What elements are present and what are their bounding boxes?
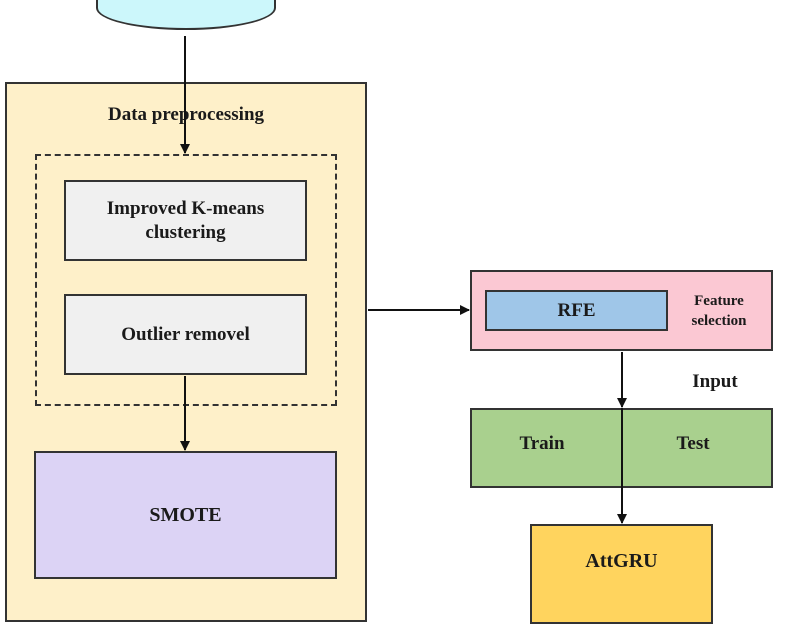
outlier-removal-label: Outlier removel <box>121 323 250 345</box>
train-label: Train <box>519 433 565 454</box>
kmeans-clustering-box: Improved K-means clustering <box>64 180 307 261</box>
rfe-box: RFE <box>485 290 668 331</box>
outlier-removal-box: Outlier removel <box>64 294 307 375</box>
attgru-box: AttGRU <box>530 524 713 624</box>
preprocessing-title: Data preprocessing <box>107 104 265 125</box>
feature-selection-label: Feature selection <box>668 290 770 332</box>
rfe-label: RFE <box>557 299 596 321</box>
dataset-cylinder <box>96 0 276 30</box>
attgru-label: AttGRU <box>585 550 658 572</box>
feature-selection-label-line1: Feature <box>694 293 744 309</box>
test-label: Test <box>676 433 710 454</box>
smote-box: SMOTE <box>34 451 337 579</box>
input-label: Input <box>692 371 738 392</box>
preprocessing-dashed-group <box>35 154 337 406</box>
kmeans-label-line1: Improved K-means <box>106 197 265 219</box>
kmeans-label-line2: clustering <box>145 221 226 243</box>
feature-selection-label-line2: selection <box>691 313 747 329</box>
smote-label: SMOTE <box>149 503 222 526</box>
